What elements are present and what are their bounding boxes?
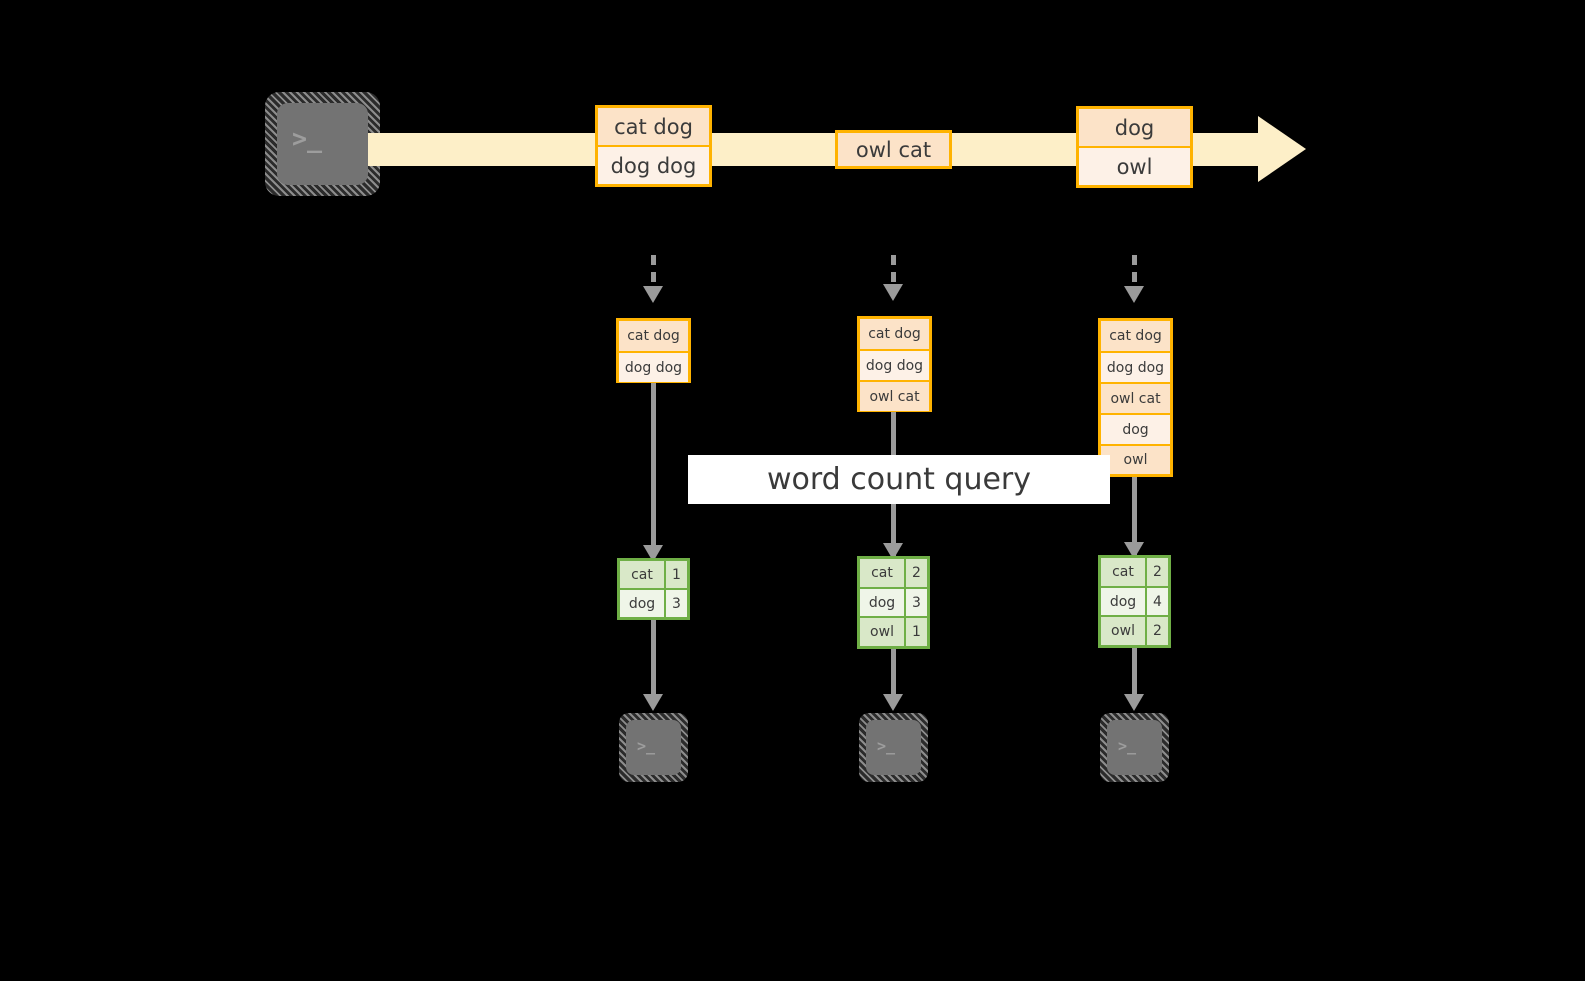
column-2-query-arrowhead xyxy=(883,543,903,560)
column-1-sink-terminal-icon: >_ xyxy=(619,713,688,782)
input-row: dog xyxy=(1101,413,1170,444)
table-cell-count: 4 xyxy=(1147,587,1168,616)
column-1-query-arrowhead xyxy=(643,545,663,562)
column-2-output-line xyxy=(891,649,896,705)
column-3-output-line xyxy=(1132,648,1137,705)
input-row: dog dog xyxy=(619,351,688,382)
column-3-query-arrowhead xyxy=(1124,542,1144,559)
table-row: dog 3 xyxy=(620,588,687,617)
column-2-ingest-dashed-line xyxy=(891,255,896,285)
column-2-sink-terminal-icon: >_ xyxy=(859,713,928,782)
table-cell-count: 2 xyxy=(906,559,927,587)
terminal-screen xyxy=(626,720,681,775)
column-2-output-arrowhead xyxy=(883,694,903,711)
input-row: dog dog xyxy=(860,349,929,380)
table-cell-word: owl xyxy=(860,618,906,647)
terminal-screen xyxy=(1107,720,1162,775)
column-3-output-arrowhead xyxy=(1124,694,1144,711)
stream-arrowhead xyxy=(1258,116,1306,182)
stream-record-group-2: owl cat xyxy=(835,130,952,169)
stream-record-row: cat dog xyxy=(598,108,709,145)
terminal-prompt-glyph: >_ xyxy=(637,737,656,755)
stream-record-row: owl cat xyxy=(838,133,949,166)
column-1-output-line xyxy=(651,620,656,705)
input-row: cat dog xyxy=(860,319,929,349)
table-cell-count: 2 xyxy=(1147,617,1168,646)
table-cell-count: 2 xyxy=(1147,558,1168,586)
table-row: owl 1 xyxy=(860,616,927,647)
column-3-query-line xyxy=(1132,477,1137,555)
table-cell-word: cat xyxy=(620,561,666,588)
terminal-prompt-glyph: >_ xyxy=(1118,737,1137,755)
table-cell-word: cat xyxy=(860,559,906,587)
column-1-ingest-dashed-line xyxy=(651,255,656,287)
table-cell-count: 1 xyxy=(906,618,927,647)
column-1-query-line xyxy=(651,383,656,557)
table-cell-word: owl xyxy=(1101,617,1147,646)
table-row: dog 3 xyxy=(860,586,927,617)
terminal-prompt-glyph: >_ xyxy=(292,124,323,153)
table-cell-count: 3 xyxy=(666,590,687,617)
table-cell-count: 3 xyxy=(906,588,927,617)
table-row: owl 2 xyxy=(1101,615,1168,646)
stream-record-group-1: cat dog dog dog xyxy=(595,105,712,187)
table-row: dog 4 xyxy=(1101,585,1168,616)
input-row: owl xyxy=(1101,444,1170,474)
column-3-ingest-dashed-line xyxy=(1132,255,1137,287)
table-cell-word: dog xyxy=(620,590,666,617)
column-3-input-stack: cat dog dog dog owl cat dog owl xyxy=(1098,318,1173,477)
column-3-ingest-arrowhead xyxy=(1124,286,1144,303)
input-row: owl cat xyxy=(1101,382,1170,413)
input-row: owl cat xyxy=(860,380,929,411)
table-cell-word: dog xyxy=(860,588,906,617)
column-1-ingest-arrowhead xyxy=(643,286,663,303)
terminal-prompt-glyph: >_ xyxy=(877,737,896,755)
column-3-sink-terminal-icon: >_ xyxy=(1100,713,1169,782)
terminal-screen xyxy=(866,720,921,775)
input-row: dog dog xyxy=(1101,351,1170,382)
table-cell-word: dog xyxy=(1101,587,1147,616)
table-cell-count: 1 xyxy=(666,561,687,588)
stream-record-group-3: dog owl xyxy=(1076,106,1193,188)
input-row: cat dog xyxy=(619,321,688,351)
column-1-input-stack: cat dog dog dog xyxy=(616,318,691,383)
table-row: cat 1 xyxy=(620,561,687,588)
stream-record-row: dog dog xyxy=(598,145,709,184)
terminal-screen xyxy=(277,103,368,185)
stream-record-row: owl xyxy=(1079,146,1190,185)
column-1-output-arrowhead xyxy=(643,694,663,711)
column-2-ingest-arrowhead xyxy=(883,284,903,301)
column-3-result-table: cat 2 dog 4 owl 2 xyxy=(1098,555,1171,648)
column-2-result-table: cat 2 dog 3 owl 1 xyxy=(857,556,930,649)
input-row: cat dog xyxy=(1101,321,1170,351)
table-cell-word: cat xyxy=(1101,558,1147,586)
source-terminal-icon: >_ xyxy=(265,92,380,196)
stream-record-row: dog xyxy=(1079,109,1190,146)
query-label: word count query xyxy=(688,455,1110,504)
column-2-input-stack: cat dog dog dog owl cat xyxy=(857,316,932,412)
table-row: cat 2 xyxy=(860,559,927,587)
column-1-result-table: cat 1 dog 3 xyxy=(617,558,690,620)
table-row: cat 2 xyxy=(1101,558,1168,586)
